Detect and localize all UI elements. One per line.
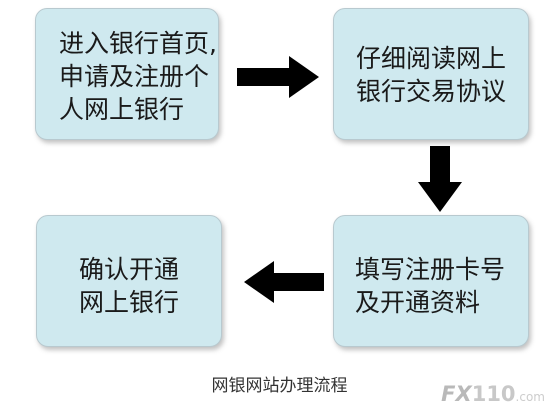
watermark-brand: FX (441, 382, 472, 406)
step-2-line-1: 仔细阅读网上 (356, 44, 507, 73)
diagram-caption: 网银网站办理流程 (211, 376, 348, 396)
watermark-number: 110 (471, 382, 516, 406)
step-1-line-3: 人网上银行 (59, 95, 185, 124)
arrow-down-icon (418, 146, 462, 212)
arrow-left-icon (244, 261, 324, 303)
step-3-line-1: 填写注册卡号 (355, 255, 506, 284)
step-box-3: 填写注册卡号 及开通资料 (333, 215, 529, 347)
step-1-line-2: 申请及注册个 (59, 62, 210, 91)
arrow-right-icon (237, 56, 319, 98)
step-3-line-2: 及开通资料 (355, 288, 481, 317)
step-box-2: 仔细阅读网上 银行交易协议 (333, 8, 529, 140)
step-box-4: 确认开通 网上银行 (36, 215, 222, 347)
watermark-domain: .com (515, 390, 545, 404)
step-4-line-1: 确认开通 (78, 255, 179, 284)
step-1-line-1: 进入银行首页, (59, 29, 217, 58)
step-2-line-2: 银行交易协议 (356, 77, 507, 106)
watermark-logo: FX110.com (441, 382, 545, 406)
step-box-1: 进入银行首页, 申请及注册个 人网上银行 (35, 8, 219, 140)
step-4-line-2: 网上银行 (78, 288, 179, 317)
